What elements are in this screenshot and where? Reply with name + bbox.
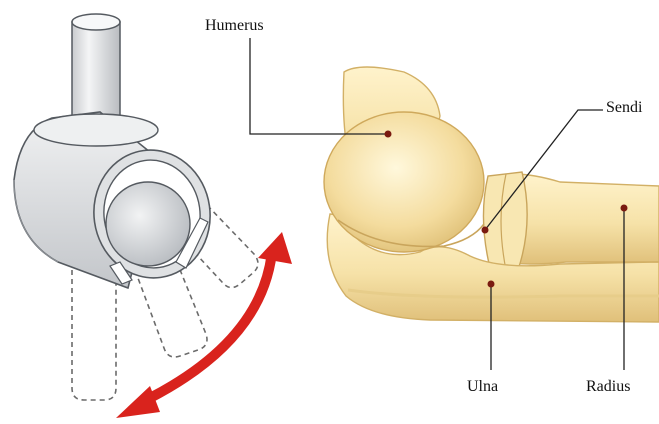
- radius-dot: [621, 205, 628, 212]
- humerus-label: Humerus: [205, 18, 264, 34]
- ulna-dot: [488, 281, 495, 288]
- sendi-label: Sendi: [606, 100, 642, 116]
- humerus-dot: [385, 131, 392, 138]
- hinge-pin: [106, 182, 190, 266]
- radial-head: [483, 172, 527, 270]
- humerus-condyle: [324, 112, 484, 252]
- sendi-dot: [482, 227, 489, 234]
- ulna-label: Ulna: [467, 379, 498, 395]
- radius-label: Radius: [586, 379, 630, 395]
- arrow-head-top: [258, 232, 292, 264]
